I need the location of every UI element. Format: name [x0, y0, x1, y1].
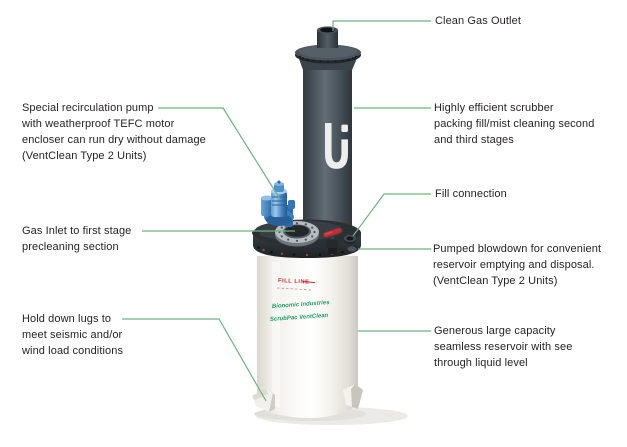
- label-recirculation-pump: Special recirculation pump with weatherp…: [22, 102, 206, 162]
- fill-line-text: FILL LINE: [278, 278, 310, 286]
- hold-down-lug-right: [343, 384, 363, 409]
- brand-text-line1: Bionomic Industries: [272, 300, 331, 310]
- label-pumped-blowdown: Pumped blowdown for convenient reservoir…: [433, 243, 602, 287]
- fill-connection-nozzle: [344, 235, 356, 244]
- leader-recirculation-pump: [158, 107, 281, 200]
- leader-fill-connection: [352, 193, 431, 237]
- leader-hold-down-lugs: [122, 318, 267, 402]
- label-clean-gas-outlet: Clean Gas Outlet: [435, 15, 521, 27]
- leader-lines: [122, 20, 431, 402]
- scrubber-column: [303, 58, 352, 240]
- top-flange: [295, 26, 361, 70]
- hold-down-lug-left: [252, 388, 275, 412]
- blowdown-valve: [323, 228, 342, 254]
- bionomic-logo-icon: [325, 123, 348, 169]
- blowdown-fitting: [347, 246, 357, 253]
- label-fill-connection: Fill connection: [435, 188, 507, 200]
- clean-gas-outlet-stub: [317, 26, 338, 48]
- label-reservoir: Generous large capacity seamless reservo…: [434, 325, 573, 369]
- reservoir-tank: FILL LINE Bionomic Industries ScrubPac V…: [252, 256, 363, 418]
- brand-text-line2: ScrubPac VentClean: [270, 313, 329, 323]
- label-hold-down-lugs: Hold down lugs to meet seismic and/or wi…: [22, 313, 124, 357]
- leader-clean-gas-outlet: [332, 20, 431, 31]
- tank-markings: FILL LINE Bionomic Industries ScrubPac V…: [270, 278, 331, 323]
- flange-bolts: [299, 55, 357, 63]
- label-gas-inlet: Gas Inlet to first stage precleaning sec…: [22, 225, 132, 253]
- label-scrubber-packing: Highly efficient scrubber packing fill/m…: [434, 102, 595, 146]
- recirculation-pump: [261, 180, 295, 227]
